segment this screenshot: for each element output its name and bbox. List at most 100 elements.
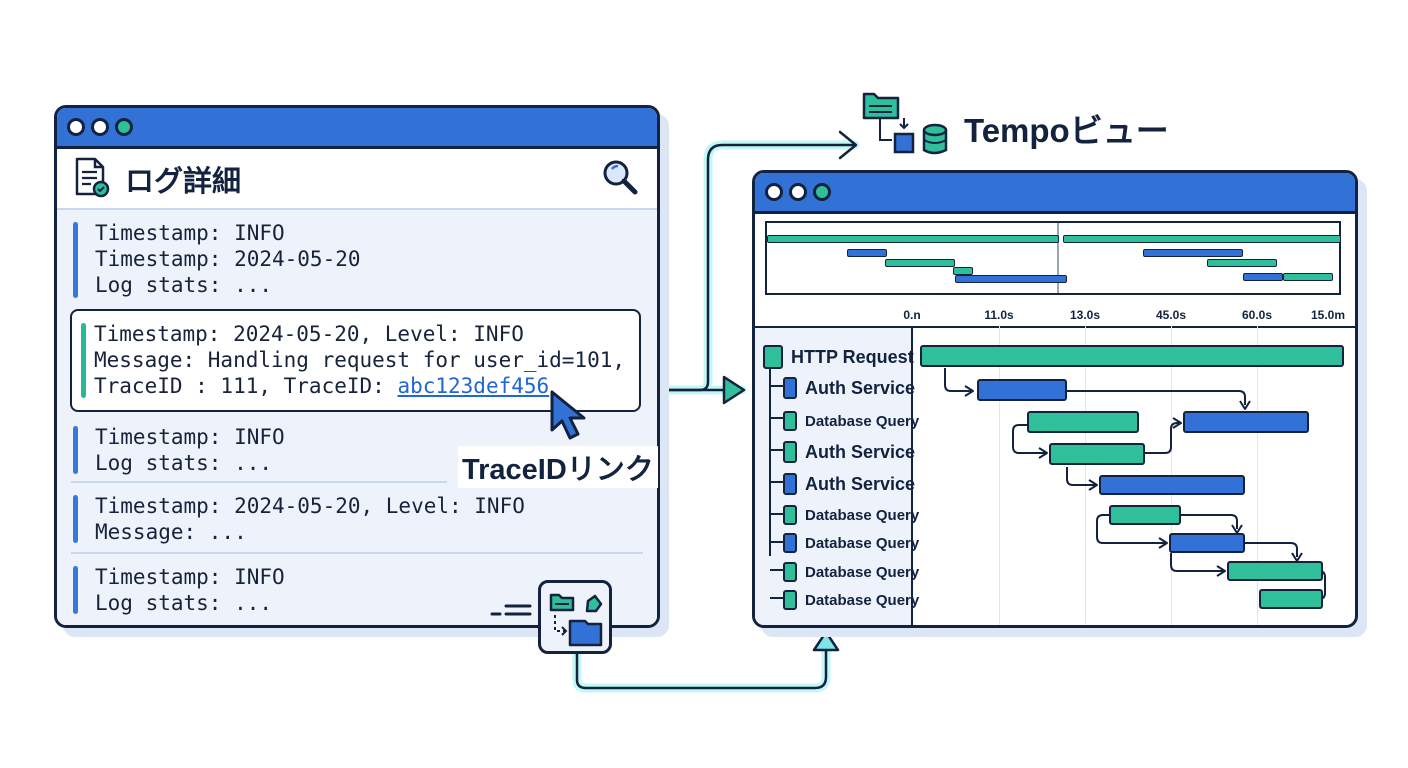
span-name: Database Query [805, 591, 920, 609]
span-tree-panel [755, 328, 913, 625]
time-tick: 13.0s [1069, 308, 1101, 322]
window-minimize-dot[interactable] [789, 183, 807, 201]
log-entry-selected[interactable]: Timestamp: 2024-05-20, Level: INFO Messa… [70, 309, 641, 412]
timeline-axis [755, 326, 1355, 328]
window-maximize-dot[interactable] [115, 118, 133, 136]
span-row[interactable]: Database Query [783, 411, 919, 431]
log-line: Timestamp: 2024-05-20 [95, 247, 361, 271]
span-name: Auth Service [805, 441, 916, 462]
span-color-swatch [783, 562, 797, 582]
span-row[interactable]: Auth Service [783, 473, 915, 495]
span-bar[interactable] [1169, 533, 1245, 553]
span-row[interactable]: Auth Service [783, 441, 915, 463]
window-maximize-dot[interactable] [813, 183, 831, 201]
span-row-http-request[interactable]: HTTP Request [763, 345, 914, 369]
minimap-span [1243, 273, 1283, 281]
span-color-swatch [783, 533, 797, 553]
minimap-span [847, 249, 887, 257]
minimap-span [885, 259, 955, 267]
span-name: Database Query [805, 506, 920, 524]
span-tree-lines [769, 358, 783, 599]
span-bar[interactable] [1259, 589, 1323, 609]
log-line: Log stats: ... [95, 591, 273, 615]
log-entry[interactable]: Timestamp: INFO Timestamp: 2024-05-20 Lo… [73, 218, 633, 302]
span-color-swatch [783, 377, 797, 399]
minimap-span [1207, 259, 1277, 267]
minimap-span [767, 235, 1059, 243]
span-bar[interactable] [1049, 443, 1145, 465]
tempo-view-label: Tempoビュー [964, 112, 1169, 149]
log-entry[interactable]: Timestamp: INFO Log stats: ... [73, 422, 633, 478]
span-bar[interactable] [1099, 475, 1245, 495]
span-bar[interactable] [977, 379, 1067, 401]
span-bar[interactable] [1227, 561, 1323, 581]
window-minimize-dot[interactable] [91, 118, 109, 136]
span-row[interactable]: Database Query [783, 505, 919, 525]
log-entry[interactable]: Timestamp: 2024-05-20, Level: INFO Messa… [73, 491, 633, 547]
folder-flow-icon [549, 593, 603, 647]
log-line: Timestamp: 2024-05-20, Level: INFO [95, 494, 525, 518]
span-row[interactable]: Database Query [783, 533, 919, 553]
log-detail-window: ログ詳細 Timestamp: INFO Timestamp: 2024-05-… [54, 105, 660, 628]
span-bar[interactable] [1183, 411, 1309, 433]
log-line: Log stats: ... [95, 273, 273, 297]
window-close-dot[interactable] [765, 183, 783, 201]
tempo-service-icon [862, 92, 948, 155]
log-line: Log stats: ... [95, 451, 273, 475]
tempo-window-titlebar [755, 173, 1355, 214]
minimap-span [953, 267, 973, 275]
span-bar[interactable] [1027, 411, 1139, 433]
log-window-title: ログ詳細 [125, 164, 242, 198]
minimap-span [955, 275, 1067, 283]
divider [71, 481, 447, 483]
jump-to-trace-icon[interactable] [538, 580, 612, 654]
tempo-trace-window: 0.n 11.0s 13.0s 45.0s 60.0s 15.0m HTTP R… [752, 170, 1358, 628]
span-row[interactable]: Database Query [783, 590, 919, 610]
span-name: Database Query [805, 563, 920, 581]
window-close-dot[interactable] [67, 118, 85, 136]
span-color-swatch [783, 411, 797, 431]
span-name: Database Query [805, 534, 920, 552]
span-bar-http-request[interactable] [920, 345, 1344, 367]
time-tick: 15.0m [1310, 308, 1346, 322]
span-row[interactable]: Database Query [783, 562, 919, 582]
span-name: Database Query [805, 412, 920, 430]
minimap-span [1283, 273, 1333, 281]
span-color-swatch [783, 473, 797, 495]
time-tick: 0.n [903, 308, 921, 322]
minimap-span [1063, 235, 1341, 243]
log-line: Timestamp: INFO [95, 221, 285, 245]
log-window-titlebar [57, 108, 657, 149]
time-tick: 45.0s [1155, 308, 1187, 322]
log-line: Timestamp: 2024-05-20, Level: INFO [94, 322, 524, 346]
log-line: Timestamp: INFO [95, 425, 285, 449]
span-name: HTTP Request [791, 346, 914, 367]
time-tick: 11.0s [984, 308, 1014, 322]
minimap-cursor[interactable] [1057, 223, 1059, 293]
mouse-cursor-icon [550, 390, 586, 440]
trace-id-link[interactable]: abc123def456 [397, 374, 550, 398]
span-color-swatch [783, 590, 797, 610]
search-icon[interactable] [599, 156, 641, 198]
time-tick: 60.0s [1241, 308, 1273, 322]
span-name: Auth Service [805, 377, 916, 398]
span-bar[interactable] [1109, 505, 1181, 525]
grid-line [999, 326, 1000, 625]
grid-line [1257, 326, 1258, 625]
log-line-trace: TraceID : 111, TraceID: abc123def456 [94, 373, 549, 399]
trace-minimap[interactable] [765, 221, 1341, 295]
span-color-swatch [783, 505, 797, 525]
minimap-span [1143, 249, 1243, 257]
grid-line [1085, 326, 1086, 625]
span-row[interactable]: Auth Service [783, 377, 915, 399]
log-line: Message: ... [95, 520, 247, 544]
document-search-icon [75, 157, 110, 198]
span-color-swatch [763, 345, 783, 369]
span-name: Auth Service [805, 473, 916, 494]
log-line: Message: Handling request for user_id=10… [94, 348, 626, 372]
span-color-swatch [783, 441, 797, 463]
trace-prefix: TraceID : 111, TraceID: [94, 374, 398, 398]
traceid-link-label: TraceIDリンク [458, 446, 658, 488]
log-entry[interactable]: Timestamp: INFO Log stats: ... [73, 562, 633, 618]
divider [71, 552, 643, 554]
